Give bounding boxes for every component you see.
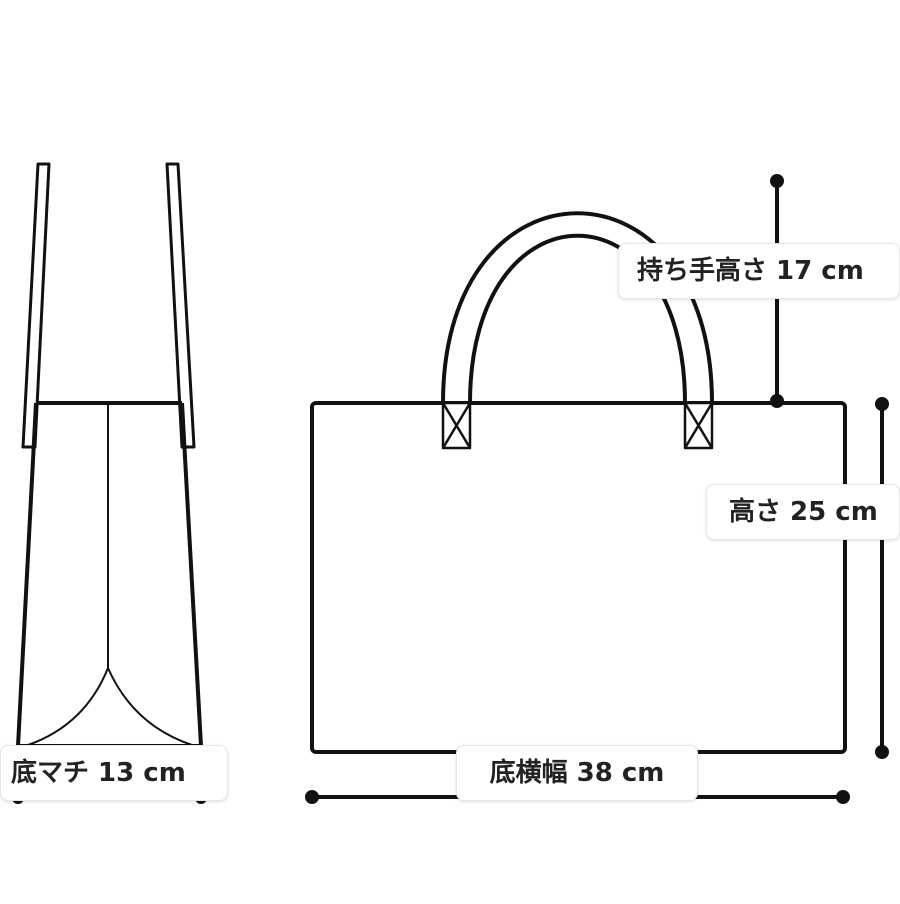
handle-dim-top-dot [770, 174, 784, 188]
side-fold-right-curve [107, 667, 193, 746]
handle-dim-bottom-dot [770, 394, 784, 408]
side-right-strap [165, 162, 196, 449]
width-dim-right-dot [836, 790, 850, 804]
bottom-gusset-label: 底マチ 13 cm [0, 745, 228, 801]
bottom-width-label: 底横幅 38 cm [456, 745, 698, 801]
body-height-label: 高さ 25 cm [706, 484, 900, 540]
side-right-wall [180, 402, 203, 747]
body-dim-bottom-dot [875, 745, 889, 759]
side-fold-left-curve [27, 667, 109, 746]
right-handle-attachment [683, 401, 714, 450]
body-height-dimension [875, 397, 889, 759]
handle-height-label: 持ち手高さ 17 cm [618, 243, 900, 299]
body-dim-top-dot [875, 397, 889, 411]
handle-outer [441, 211, 714, 404]
left-handle-attachment [441, 401, 472, 450]
width-dim-left-dot [305, 790, 319, 804]
front-body [310, 401, 847, 754]
handle-inner [468, 233, 687, 404]
side-view-bag [16, 162, 203, 748]
side-left-wall [16, 402, 38, 747]
